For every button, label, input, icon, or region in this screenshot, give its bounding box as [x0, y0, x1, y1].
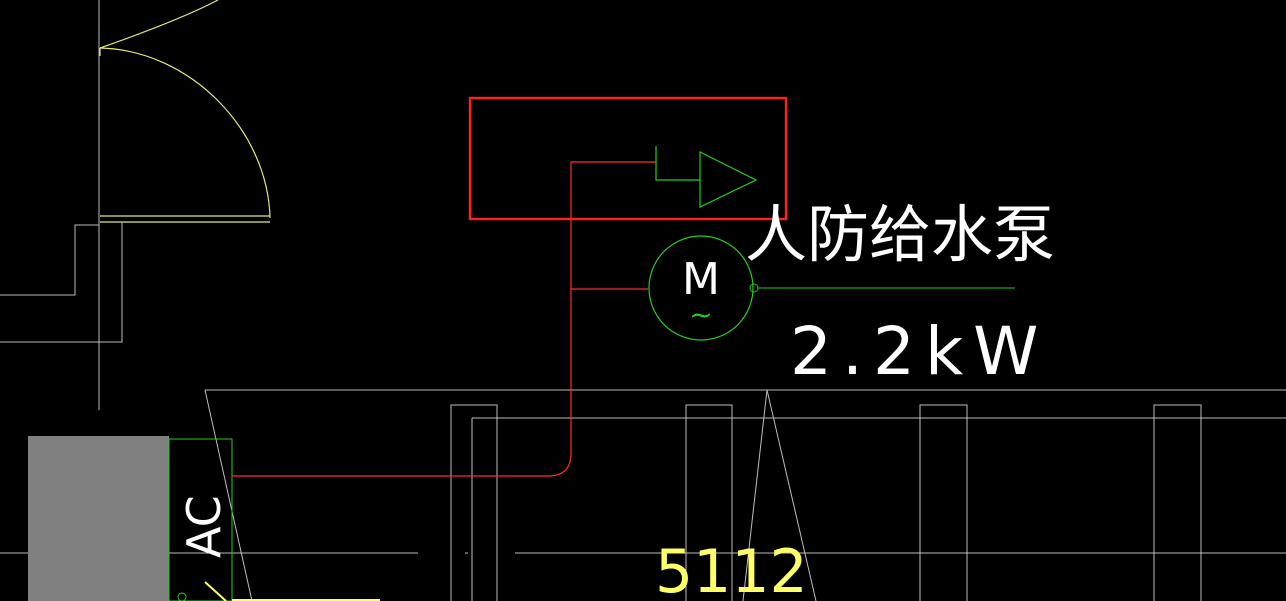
- panel-terminal: [177, 592, 187, 601]
- motor-tilde: ~: [689, 298, 712, 331]
- break-lines: [204, 389, 817, 601]
- structural-columns: [450, 404, 1202, 601]
- motor-label: M: [682, 254, 720, 305]
- door-swing-arc: [99, 0, 271, 223]
- motor-circle: [648, 235, 754, 341]
- ac-panel-outline[interactable]: [168, 438, 233, 601]
- ac-panel-label: AC: [177, 495, 231, 558]
- pump-motor-symbol[interactable]: M ~: [648, 235, 759, 341]
- motor-terminal: [749, 283, 759, 293]
- highlight-selection-box[interactable]: [468, 96, 788, 221]
- wall-lines: [0, 0, 1286, 554]
- signal-arrow-symbol[interactable]: [655, 146, 758, 208]
- control-wiring[interactable]: [232, 161, 656, 477]
- pump-name-label: 人防给水泵: [745, 198, 1055, 271]
- pump-power-label: 2.2kW: [790, 313, 1048, 390]
- electrical-panel-fill: [28, 436, 169, 601]
- panel-feed-line: [204, 581, 227, 601]
- dimension-text: 5112: [655, 537, 808, 601]
